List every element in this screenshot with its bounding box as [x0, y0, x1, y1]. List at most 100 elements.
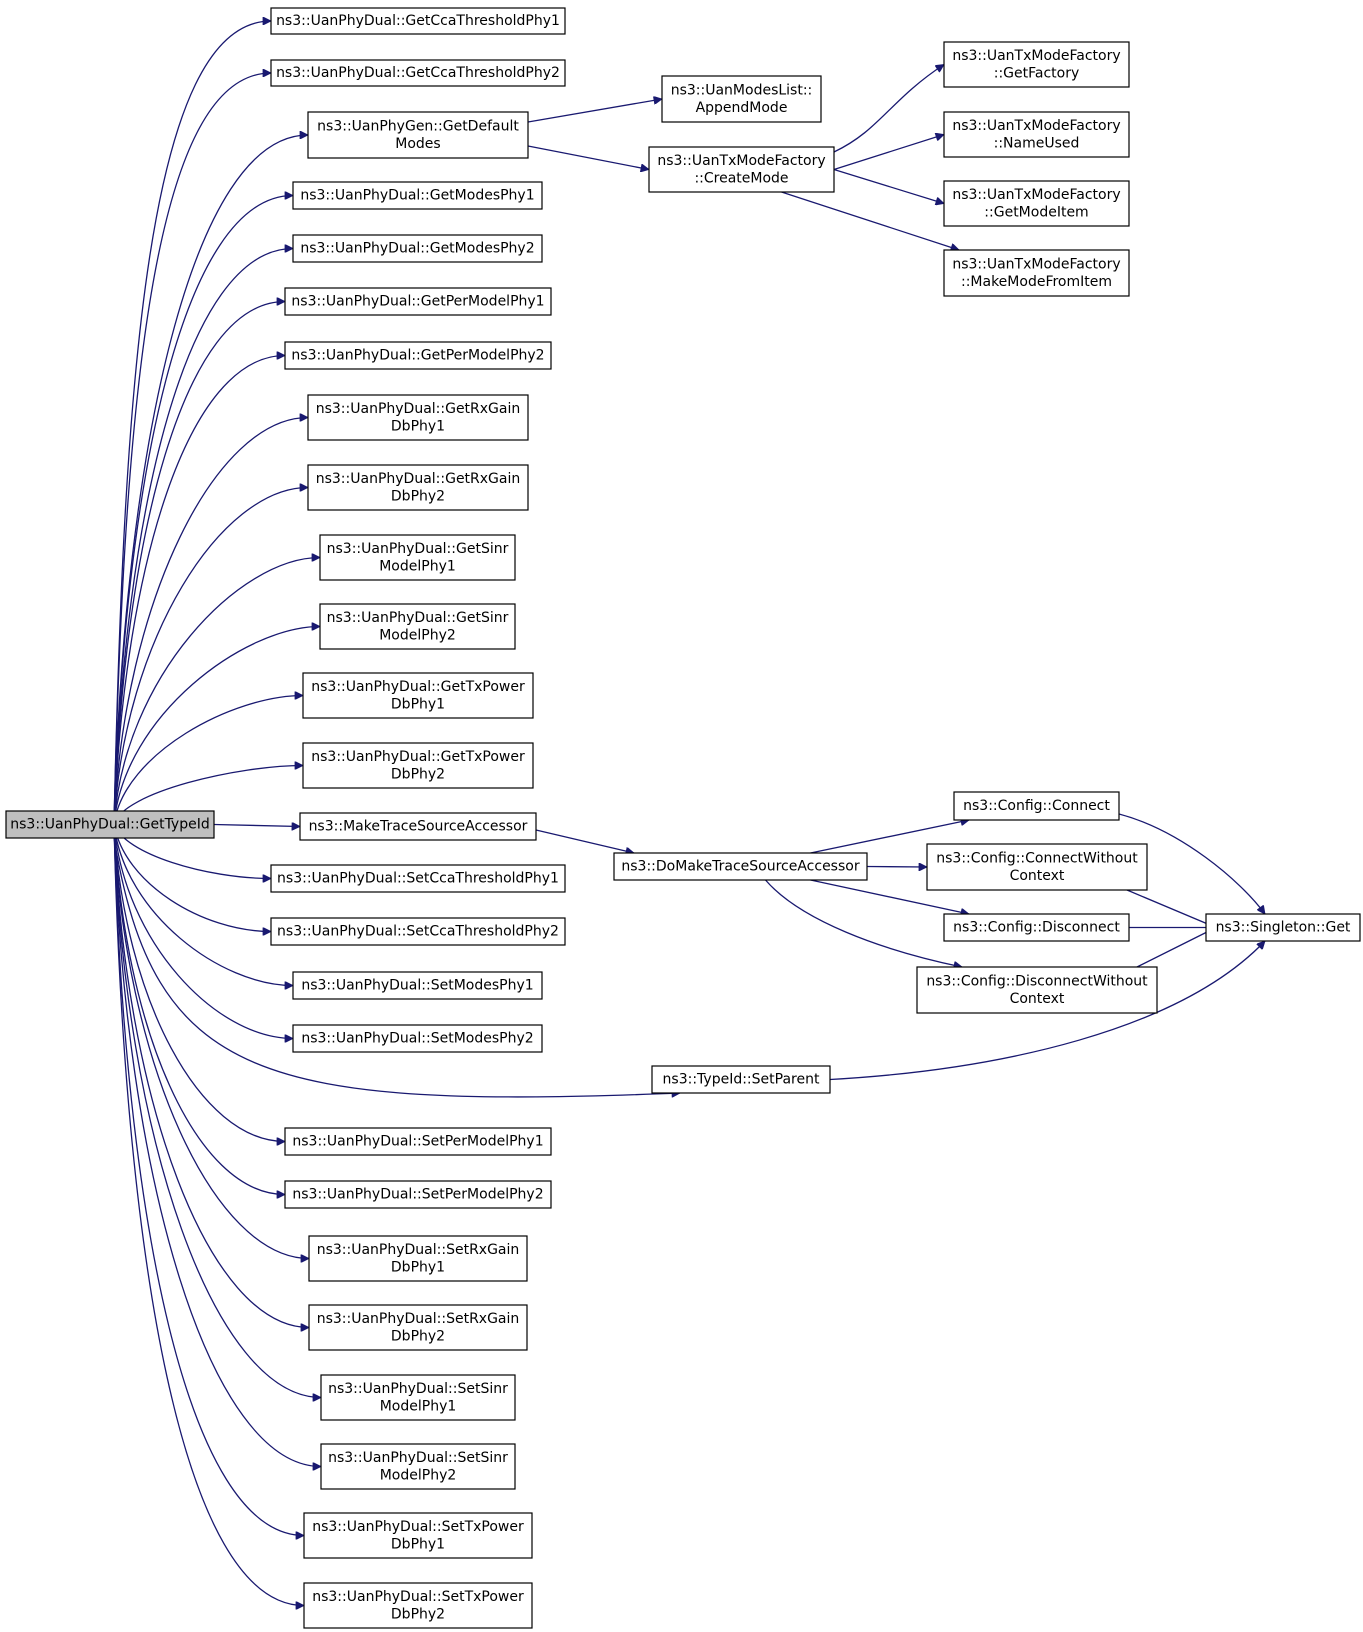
node-box[interactable]	[284, 287, 552, 316]
node-box[interactable]	[943, 41, 1130, 88]
edge-m3-to-c1	[810, 820, 970, 854]
node-box[interactable]	[284, 341, 552, 370]
node-box[interactable]	[270, 864, 566, 893]
edge-m2-to-f1	[833, 63, 944, 153]
node-box[interactable]	[270, 917, 566, 946]
node-box[interactable]	[943, 249, 1130, 297]
node-box[interactable]	[307, 464, 529, 511]
node-box[interactable]	[320, 1443, 516, 1490]
node-box[interactable]	[292, 181, 543, 210]
edge-root-to-n8	[113, 418, 308, 825]
node-box[interactable]	[270, 7, 566, 35]
node-f4[interactable]: ns3::UanTxModeFactory::MakeModeFromItem	[943, 249, 1130, 297]
node-label: DbPhy2	[391, 1606, 445, 1622]
node-c1[interactable]: ns3::Config::Connect	[953, 791, 1120, 821]
node-m2[interactable]: ns3::UanTxModeFactory::CreateMode	[648, 146, 835, 193]
node-f1[interactable]: ns3::UanTxModeFactory::GetFactory	[943, 41, 1130, 88]
node-box[interactable]	[320, 1374, 516, 1421]
node-n17[interactable]: ns3::UanPhyDual::SetModesPhy1	[292, 971, 543, 1000]
node-m3[interactable]: ns3::DoMakeTraceSourceAccessor	[613, 852, 868, 881]
node-box[interactable]	[302, 672, 534, 719]
node-m4[interactable]: ns3::TypeId::SetParent	[651, 1065, 831, 1094]
node-label: Context	[1010, 868, 1065, 884]
node-box[interactable]	[651, 1065, 831, 1094]
node-n2[interactable]: ns3::UanPhyDual::GetCcaThresholdPhy2	[270, 59, 566, 87]
node-box[interactable]	[943, 111, 1130, 158]
node-m1[interactable]: ns3::UanModesList::AppendMode	[661, 75, 822, 123]
edge-m4-to-s1	[829, 941, 1265, 1081]
node-box[interactable]	[307, 111, 529, 159]
node-n4[interactable]: ns3::UanPhyDual::GetModesPhy1	[292, 181, 543, 210]
node-box[interactable]	[319, 603, 516, 650]
node-box[interactable]	[926, 843, 1148, 891]
edge-root-to-n9	[113, 488, 308, 825]
node-box[interactable]	[661, 75, 822, 123]
node-box[interactable]	[319, 534, 516, 581]
node-s1[interactable]: ns3::Singleton::Get	[1205, 913, 1361, 942]
node-box[interactable]	[916, 966, 1158, 1014]
node-box[interactable]	[303, 1512, 533, 1559]
node-label: ns3::UanPhyDual::SetRxGain	[317, 1311, 520, 1327]
node-label: ns3::UanPhyDual::SetSinr	[328, 1450, 508, 1466]
node-box[interactable]	[953, 791, 1120, 821]
node-box[interactable]	[292, 234, 543, 263]
node-box[interactable]	[284, 1127, 552, 1156]
node-box[interactable]	[303, 1582, 533, 1629]
node-box[interactable]	[1205, 913, 1361, 942]
node-n18[interactable]: ns3::UanPhyDual::SetModesPhy2	[292, 1024, 543, 1053]
node-box[interactable]	[5, 810, 215, 839]
node-box[interactable]	[270, 59, 566, 87]
node-label: ns3::UanPhyDual::SetModesPhy1	[301, 978, 533, 994]
node-label: ns3::UanTxModeFactory	[952, 118, 1120, 134]
node-n19[interactable]: ns3::UanPhyDual::SetPerModelPhy1	[284, 1127, 552, 1156]
node-box[interactable]	[613, 852, 868, 881]
node-label: ns3::UanPhyDual::GetCcaThresholdPhy2	[276, 65, 560, 81]
node-n6[interactable]: ns3::UanPhyDual::GetPerModelPhy1	[284, 287, 552, 316]
node-label: Modes	[395, 136, 440, 152]
node-box[interactable]	[307, 394, 529, 441]
node-f3[interactable]: ns3::UanTxModeFactory::GetModeItem	[943, 180, 1130, 227]
node-label: ns3::UanPhyDual::SetCcaThresholdPhy2	[277, 924, 559, 940]
node-n16[interactable]: ns3::UanPhyDual::SetCcaThresholdPhy2	[270, 917, 566, 946]
node-root[interactable]: ns3::UanPhyDual::GetTypeId	[5, 810, 215, 839]
node-box[interactable]	[292, 1024, 543, 1053]
node-box[interactable]	[284, 1180, 552, 1209]
edge-root-to-n18	[113, 823, 293, 1039]
node-box[interactable]	[299, 812, 537, 841]
node-box[interactable]	[302, 742, 534, 789]
node-label: ns3::UanPhyDual::GetSinr	[327, 610, 509, 626]
node-layer: ns3::UanPhyDual::GetTypeIdns3::UanPhyDua…	[5, 7, 1361, 1629]
node-f2[interactable]: ns3::UanTxModeFactory::NameUsed	[943, 111, 1130, 158]
node-box[interactable]	[943, 913, 1130, 942]
node-box[interactable]	[648, 146, 835, 193]
node-n20[interactable]: ns3::UanPhyDual::SetPerModelPhy2	[284, 1180, 552, 1209]
node-box[interactable]	[308, 1304, 528, 1351]
edge-root-to-n7	[113, 356, 285, 825]
node-c3[interactable]: ns3::Config::Disconnect	[943, 913, 1130, 942]
node-n14[interactable]: ns3::MakeTraceSourceAccessor	[299, 812, 537, 841]
node-n5[interactable]: ns3::UanPhyDual::GetModesPhy2	[292, 234, 543, 263]
edge-m2-to-f4	[781, 191, 960, 250]
node-label: ns3::UanPhyDual::SetTxPower	[312, 1519, 524, 1535]
node-n7[interactable]: ns3::UanPhyDual::GetPerModelPhy2	[284, 341, 552, 370]
node-box[interactable]	[943, 180, 1130, 227]
node-n1[interactable]: ns3::UanPhyDual::GetCcaThresholdPhy1	[270, 7, 566, 35]
node-box[interactable]	[292, 971, 543, 1000]
node-box[interactable]	[308, 1235, 528, 1282]
node-n15[interactable]: ns3::UanPhyDual::SetCcaThresholdPhy1	[270, 864, 566, 893]
